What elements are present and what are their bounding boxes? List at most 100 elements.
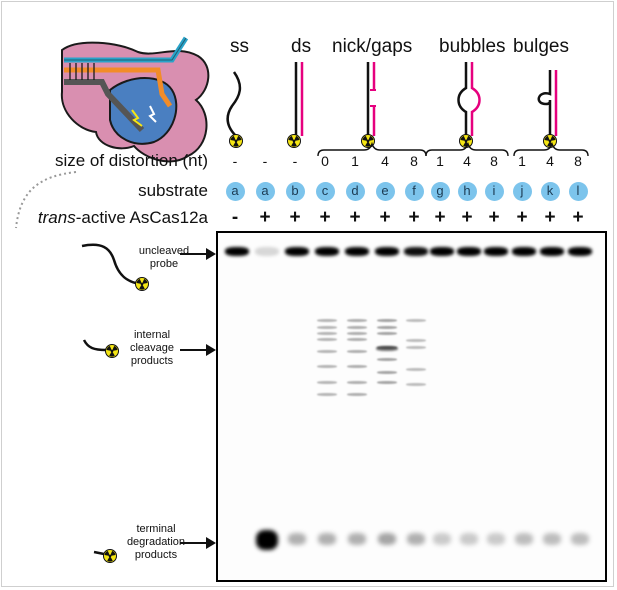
cleavage-band: [347, 319, 367, 322]
degradation-spot: [433, 533, 451, 545]
cleavage-band: [317, 319, 337, 322]
degradation-spot: [348, 533, 366, 545]
lane-size: -: [232, 153, 238, 169]
uncleaved-band: [315, 247, 339, 256]
uncleaved-band: [568, 247, 592, 256]
cleavage-band: [317, 381, 337, 384]
category-ss: ss: [230, 36, 249, 57]
terminal-line-3: products: [134, 549, 178, 561]
uncleaved-band: [484, 247, 508, 256]
internal-line-3: products: [130, 355, 174, 367]
size-of-distortion-label: size of distortion (nt): [54, 151, 208, 170]
terminal-degradation-label: terminal degradation products: [122, 523, 190, 562]
terminal-arrow-icon: [180, 537, 216, 549]
lane-size: 4: [381, 153, 389, 169]
uncleaved-band: [255, 247, 279, 256]
trans-italic: trans: [37, 208, 76, 227]
degradation-spot: [487, 533, 505, 545]
lane-substrate-badge: a: [255, 182, 275, 201]
lane-size: 1: [518, 153, 526, 169]
cleavage-band: [317, 332, 337, 335]
internal-cleavage-label: internal cleavage products: [122, 329, 182, 368]
degradation-spot: [571, 533, 589, 545]
cleavage-band: [377, 371, 397, 374]
cleavage-band: [406, 319, 426, 322]
cleavage-band: [317, 350, 337, 353]
cleavage-band-strong: [376, 346, 398, 351]
lane-cas12a-sign: +: [349, 207, 361, 228]
uncleaved-probe-label: uncleaved probe: [134, 245, 194, 271]
cleavage-band: [347, 350, 367, 353]
uncleaved-band: [285, 247, 309, 256]
lane-substrate-badge: k: [540, 182, 560, 201]
cleavage-band: [406, 383, 426, 386]
lane-size: -: [262, 153, 268, 169]
degradation-spot: [407, 533, 425, 545]
lane-cas12a-sign: +: [516, 207, 528, 228]
lane-cas12a-sign: +: [544, 207, 556, 228]
cleavage-band: [377, 326, 397, 329]
cleavage-band: [347, 326, 367, 329]
cleavage-band: [406, 339, 426, 342]
gel-image: [216, 231, 607, 582]
internal-arrow-icon: [180, 344, 216, 356]
cleavage-band: [406, 346, 426, 349]
degradation-spot: [515, 533, 533, 545]
uncleaved-band: [345, 247, 369, 256]
lane-substrate-badge: f: [404, 182, 424, 201]
uncleaved-band: [404, 247, 428, 256]
uncleaved-probe-icon: [81, 243, 149, 291]
trans-rest: -active AsCas12a: [75, 208, 208, 227]
uncleaved-line-1: uncleaved: [138, 245, 190, 257]
lane-substrate-badge: i: [484, 182, 504, 201]
cleavage-band: [347, 332, 367, 335]
category-bubbles: bubbles: [439, 36, 506, 57]
substrate-label: substrate: [138, 181, 208, 200]
terminal-line-2: degradation: [126, 536, 186, 548]
lane-size: -: [292, 153, 298, 169]
lane-size: 8: [490, 153, 498, 169]
terminal-product-icon: [93, 549, 117, 563]
lane-cas12a-sign: +: [319, 207, 331, 228]
cas12a-protein-icon: [60, 36, 210, 163]
cleavage-band: [377, 319, 397, 322]
category-ds: ds: [291, 36, 312, 57]
lane-substrate-badge: a: [225, 182, 245, 201]
lane-cas12a-sign: +: [259, 207, 271, 228]
lane-substrate-badge: h: [457, 182, 477, 201]
cleavage-band: [317, 326, 337, 329]
uncleaved-band: [375, 247, 399, 256]
lane-cas12a-sign: +: [434, 207, 446, 228]
uncleaved-band: [512, 247, 536, 256]
uncleaved-band: [225, 247, 249, 256]
lane-size: 8: [574, 153, 582, 169]
lane-cas12a-sign: -: [231, 207, 239, 228]
lane-cas12a-sign: +: [488, 207, 500, 228]
degradation-spot: [543, 533, 561, 545]
cleavage-band: [406, 368, 426, 371]
trans-active-label: trans-active AsCas12a: [10, 208, 208, 228]
lane-substrate-badge: g: [430, 182, 450, 201]
cleavage-band: [347, 365, 367, 368]
uncleaved-band: [430, 247, 454, 256]
uncleaved-line-2: probe: [149, 258, 179, 270]
lane-cas12a-sign: +: [289, 207, 301, 228]
cleavage-band: [347, 381, 367, 384]
lane-cas12a-sign: +: [572, 207, 584, 228]
degradation-spot: [288, 533, 306, 545]
category-bulges: bulges: [513, 36, 569, 57]
lane-substrate-badge: j: [512, 182, 532, 201]
lane-size: 1: [436, 153, 444, 169]
lane-size: 1: [351, 153, 359, 169]
lane-substrate-badge: c: [315, 182, 335, 201]
cleavage-band: [347, 393, 367, 396]
lane-substrate-badge: d: [345, 182, 365, 201]
lane-size: 4: [463, 153, 471, 169]
lane-substrate-badge: b: [285, 182, 305, 201]
cleavage-band: [317, 365, 337, 368]
terminal-line-1: terminal: [136, 523, 176, 535]
cleavage-band: [377, 332, 397, 335]
internal-line-2: cleavage: [129, 342, 175, 354]
lane-size: 0: [321, 153, 329, 169]
